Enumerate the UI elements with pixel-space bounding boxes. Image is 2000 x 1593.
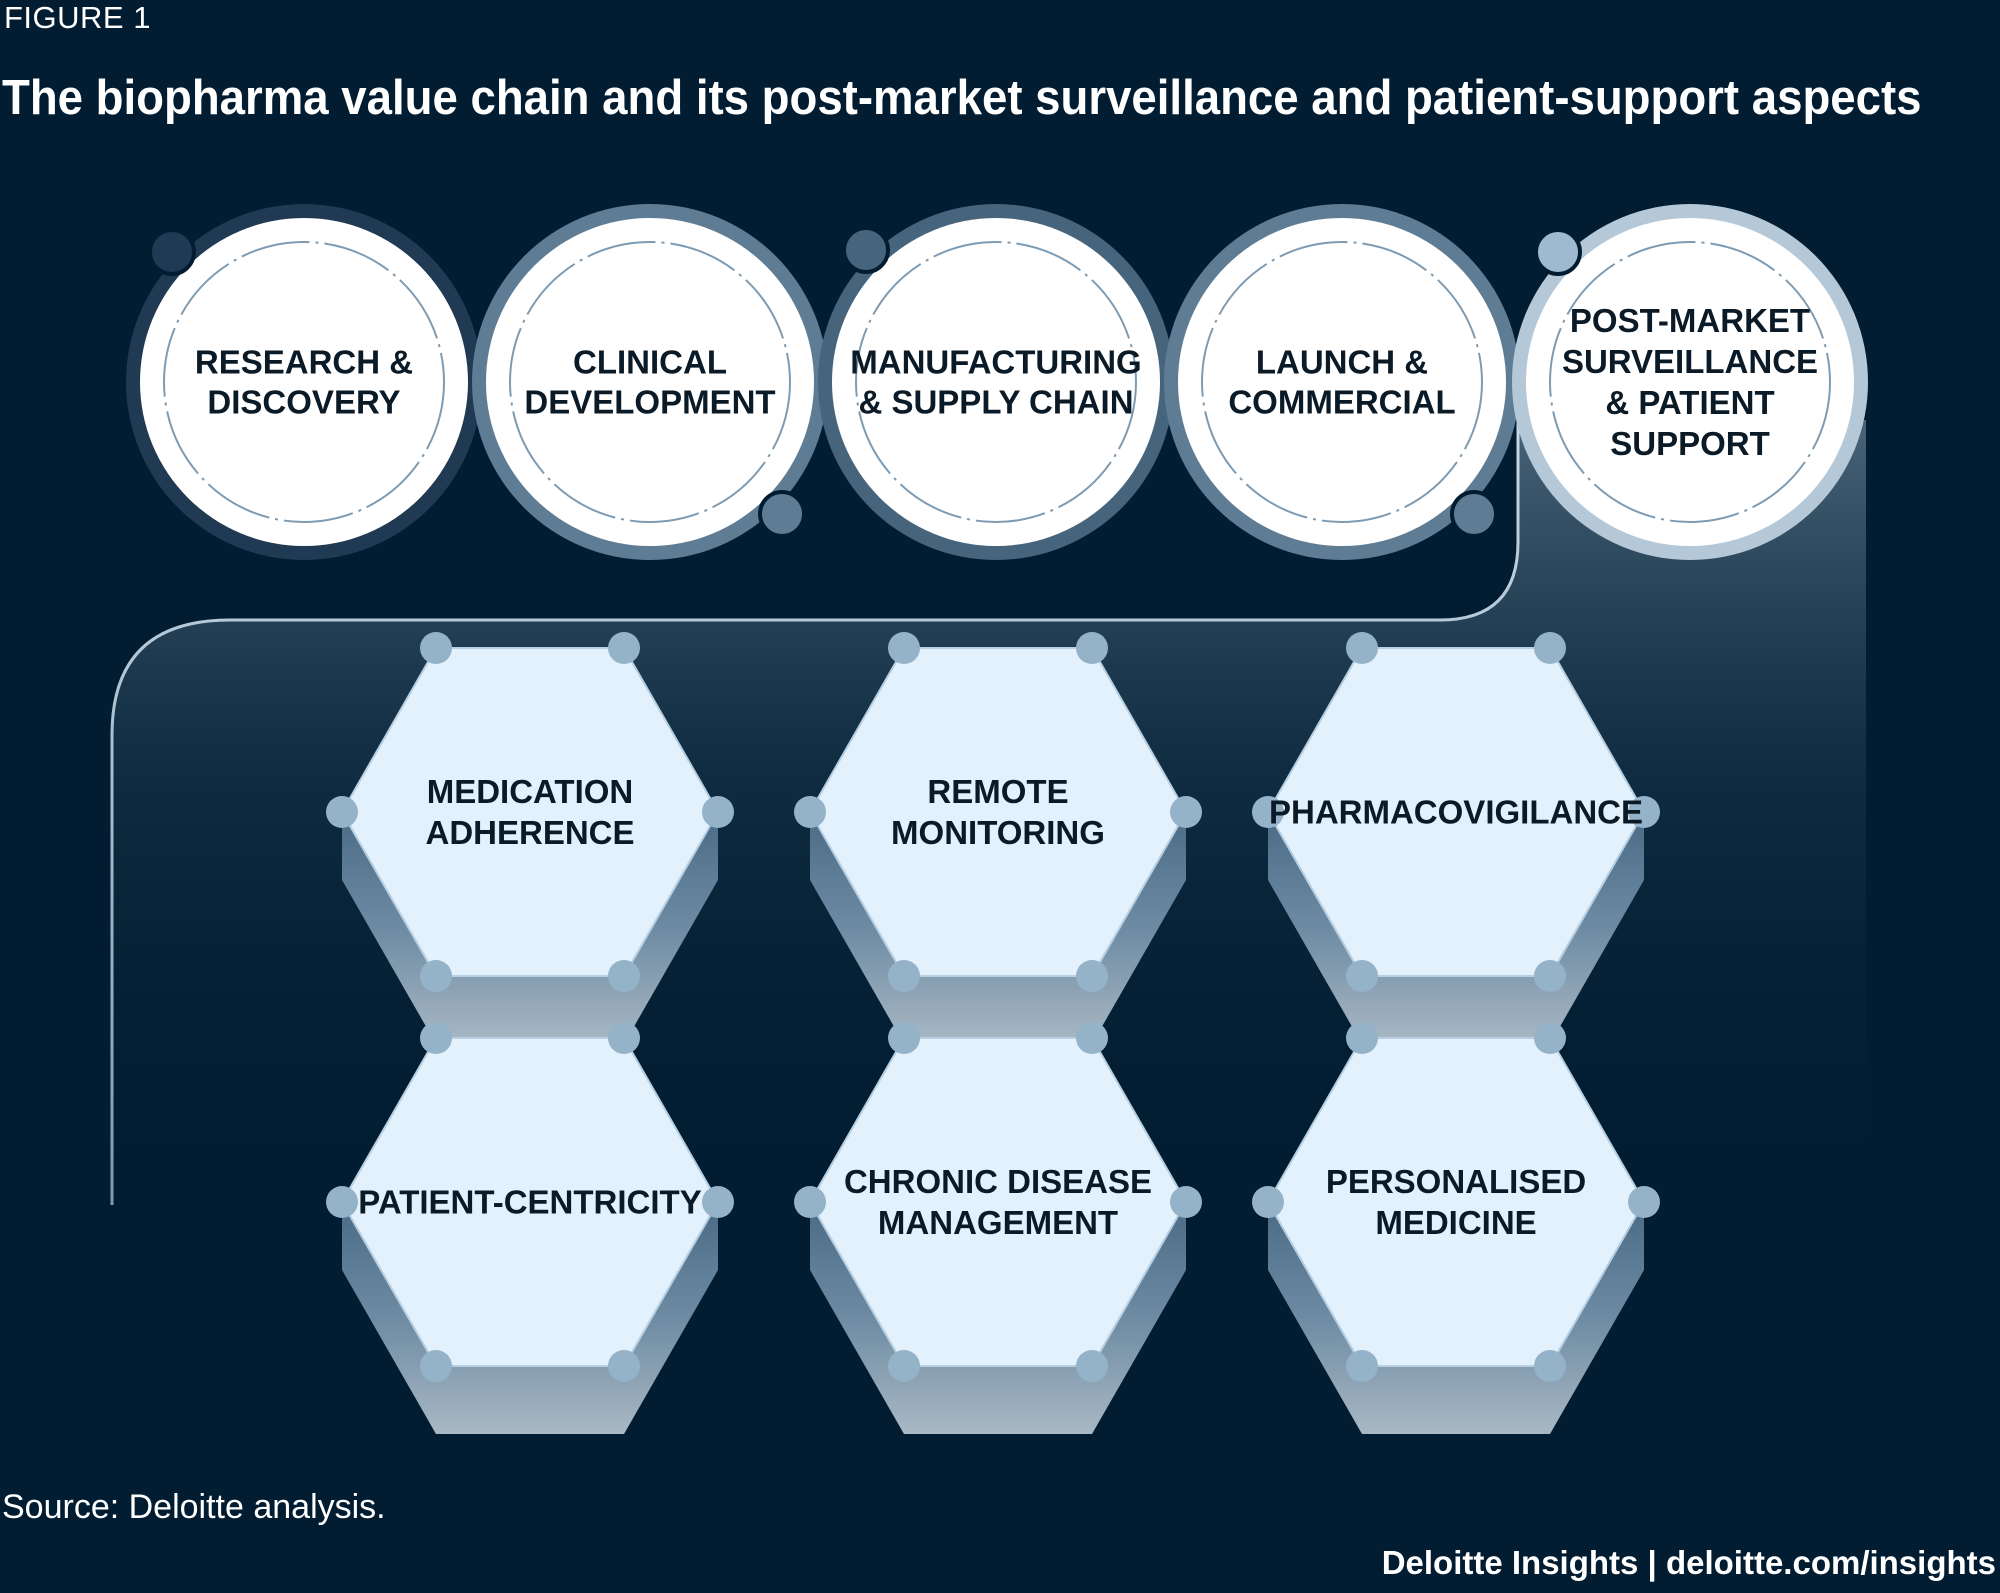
hex-vertex-node (888, 1350, 920, 1382)
stage-label-line: DISCOVERY (207, 384, 400, 421)
hex-vertex-node (702, 1186, 734, 1218)
hex-vertex-node (1252, 1186, 1284, 1218)
hex-vertex-node (794, 796, 826, 828)
hex-vertex-node (326, 1186, 358, 1218)
stage-disc (832, 218, 1160, 546)
aspect-chronic-disease-management: CHRONIC DISEASE MANAGEMENT (794, 1022, 1202, 1434)
aspect-label-line: PATIENT-CENTRICITY (358, 1184, 701, 1221)
hex-vertex-node (1534, 632, 1566, 664)
stage-label-line: CLINICAL (573, 344, 727, 381)
connector-node (842, 226, 890, 274)
connector-node (1450, 490, 1498, 538)
aspect-label-line: PHARMACOVIGILANCE (1269, 794, 1643, 831)
aspect-label-line: CHRONIC DISEASE (844, 1163, 1152, 1200)
hex-vertex-node (608, 632, 640, 664)
aspect-personalised-medicine: PERSONALISED MEDICINE (1252, 1022, 1660, 1434)
aspect-hexagons: MEDICATION ADHERENCE REMOTE MONITORING PHARM… (326, 632, 1660, 1434)
hex-vertex-node (888, 960, 920, 992)
hex-vertex-node (794, 1186, 826, 1218)
figure-title: The biopharma value chain and its post-m… (2, 71, 1922, 125)
aspect-label-line: MANAGEMENT (878, 1204, 1118, 1241)
hex-vertex-node (1170, 1186, 1202, 1218)
value-chain-circles: RESEARCH &DISCOVERYCLINICALDEVELOPMENTMA… (126, 204, 1868, 560)
hex-vertex-node (1076, 1350, 1108, 1382)
hex-vertex-node (1346, 1022, 1378, 1054)
stage-label-line: RESEARCH & (195, 344, 413, 381)
stage-manufacturing: MANUFACTURING& SUPPLY CHAIN (818, 204, 1174, 560)
stage-research: RESEARCH &DISCOVERY (126, 204, 482, 560)
publisher-credit: Deloitte Insights | deloitte.com/insight… (1381, 1544, 1996, 1581)
stage-inner-ring (1549, 241, 1831, 523)
aspect-label-line: MEDICINE (1375, 1204, 1536, 1241)
hex-vertex-node (1346, 632, 1378, 664)
aspect-label-line: MONITORING (891, 814, 1105, 851)
stage-disc (486, 218, 814, 546)
hex-vertex-node (1534, 1350, 1566, 1382)
stage-inner-ring (509, 241, 791, 523)
hex-vertex-node (1076, 632, 1108, 664)
stage-disc (1526, 218, 1854, 546)
hex-vertex-node (420, 1350, 452, 1382)
hex-vertex-node (1628, 1186, 1660, 1218)
hex-vertex-node (608, 960, 640, 992)
hex-vertex-node (420, 960, 452, 992)
hex-vertex-node (702, 796, 734, 828)
hex-vertex-node (1346, 960, 1378, 992)
aspect-label-line: ADHERENCE (425, 814, 634, 851)
hex-vertex-node (608, 1022, 640, 1054)
stage-post-market: POST-MARKET SURVEILLANCE & PATIENT SUPPORT (1512, 204, 1868, 560)
figure-label: FIGURE 1 (4, 0, 151, 35)
stage-label-line: SUPPORT (1610, 425, 1770, 462)
aspect-label-line: PERSONALISED (1326, 1163, 1586, 1200)
source-note: Source: Deloitte analysis. (2, 1488, 386, 1526)
aspect-label-line: MEDICATION (427, 773, 634, 810)
hex-vertex-node (608, 1350, 640, 1382)
stage-inner-ring (163, 241, 445, 523)
aspect-pharmacovigilance: PHARMACOVIGILANCE (1252, 632, 1660, 1044)
hex-vertex-node (1252, 796, 1284, 828)
hex-vertex-node (1534, 960, 1566, 992)
aspect-medication-adherence: MEDICATION ADHERENCE (326, 632, 734, 1044)
hex-vertex-node (1076, 960, 1108, 992)
stage-disc (140, 218, 468, 546)
hex-vertex-node (420, 1022, 452, 1054)
hex-vertex-node (1346, 1350, 1378, 1382)
stage-label-line: COMMERCIAL (1228, 384, 1455, 421)
stage-label-line: LAUNCH & (1256, 344, 1428, 381)
connector-node (758, 490, 806, 538)
connector-node (1534, 228, 1582, 276)
stage-label-line: & PATIENT (1605, 384, 1774, 421)
hex-vertex-node (420, 632, 452, 664)
aspect-label-line: REMOTE (927, 773, 1068, 810)
hex-vertex-node (888, 632, 920, 664)
stage-label-line: POST-MARKET (1570, 302, 1810, 339)
stage-launch: LAUNCH &COMMERCIAL (1164, 204, 1520, 560)
stage-label-line: MANUFACTURING (850, 344, 1141, 381)
hex-vertex-node (888, 1022, 920, 1054)
hex-vertex-node (1534, 1022, 1566, 1054)
aspect-remote-monitoring: REMOTE MONITORING (794, 632, 1202, 1044)
stage-disc (1178, 218, 1506, 546)
stage-label-line: SURVEILLANCE (1562, 343, 1818, 380)
hex-vertex-node (326, 796, 358, 828)
stage-label-line: & SUPPLY CHAIN (858, 384, 1133, 421)
aspect-patient-centricity: PATIENT-CENTRICITY (326, 1022, 734, 1434)
stage-inner-ring (1201, 241, 1483, 523)
stage-label-line: DEVELOPMENT (524, 384, 775, 421)
hex-vertex-node (1076, 1022, 1108, 1054)
stage-inner-ring (855, 241, 1137, 523)
connector-node (148, 228, 196, 276)
hex-vertex-node (1170, 796, 1202, 828)
hex-vertex-node (1628, 796, 1660, 828)
